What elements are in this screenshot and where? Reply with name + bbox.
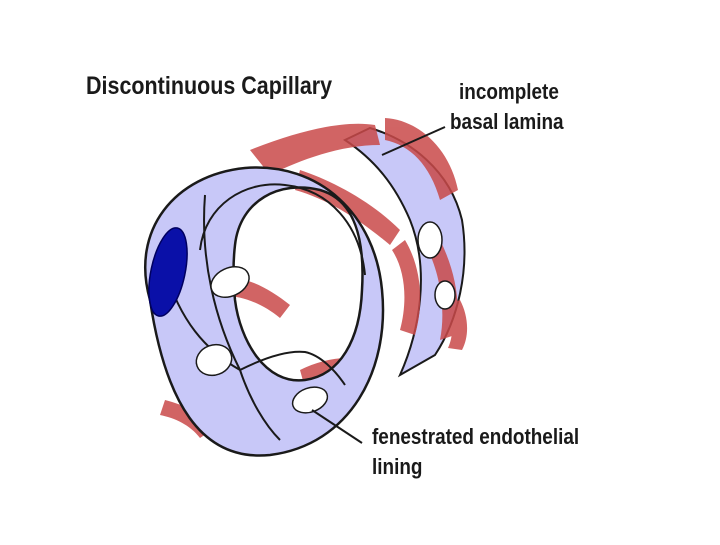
diagram-title: Discontinuous Capillary: [86, 72, 333, 100]
lumen-rim: [199, 183, 366, 276]
label-endothelial-line1: fenestrated endothelial: [372, 424, 580, 449]
label-basal-lamina-line1: incomplete: [459, 79, 559, 104]
label-endothelial-line2: lining: [372, 454, 423, 479]
leader-line-endothelial: [311, 409, 363, 444]
nucleus: [148, 227, 188, 317]
fenestrations: [195, 221, 456, 414]
leader-line-basal-lamina: [381, 126, 446, 156]
label-basal-lamina-line2: basal lamina: [450, 109, 564, 134]
